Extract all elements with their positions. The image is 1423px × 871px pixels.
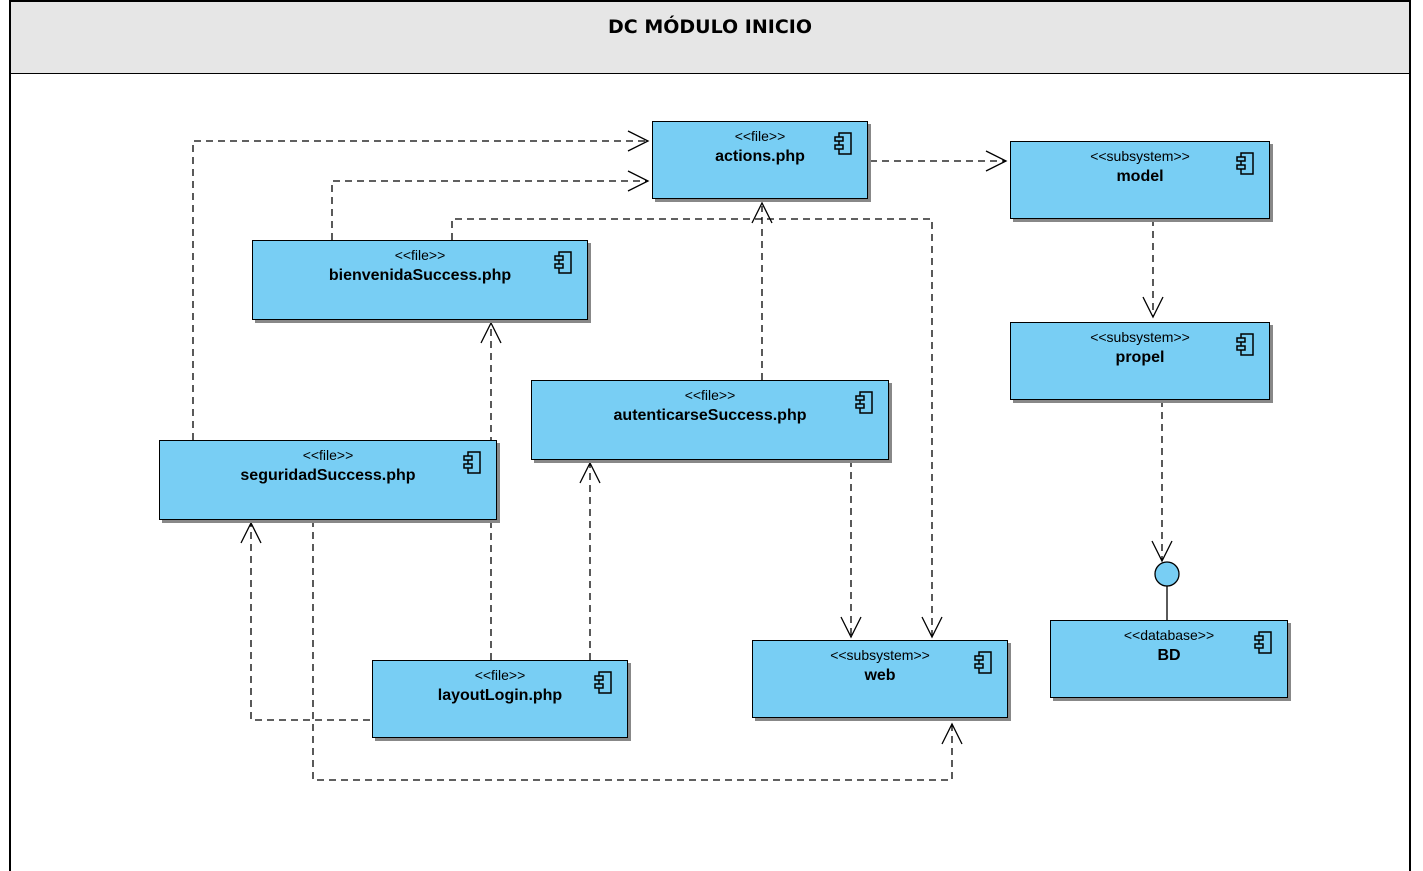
component-propel[interactable]: <<subsystem>> propel bbox=[1010, 322, 1270, 400]
component-name: web bbox=[864, 667, 896, 684]
component-icon bbox=[974, 651, 992, 674]
component-stereotype: <<file>> bbox=[684, 387, 736, 403]
component-stereotype: <<subsystem>> bbox=[1090, 329, 1190, 345]
component-stereotype: <<file>> bbox=[474, 667, 526, 683]
arrowhead-web-1 bbox=[840, 616, 862, 639]
component-icon bbox=[594, 671, 612, 694]
component-stereotype: <<file>> bbox=[394, 247, 446, 263]
dep-seguridad-web bbox=[312, 520, 953, 781]
header: DC MÓDULO INICIO bbox=[11, 2, 1409, 74]
component-stereotype: <<subsystem>> bbox=[830, 647, 930, 663]
component-name: seguridadSuccess.php bbox=[240, 467, 416, 484]
component-autenticarse[interactable]: <<file>> autenticarseSuccess.php bbox=[531, 380, 889, 460]
component-name: bienvenidaSuccess.php bbox=[328, 267, 512, 284]
component-icon bbox=[855, 391, 873, 414]
component-stereotype: <<file>> bbox=[302, 447, 354, 463]
arrowhead-propel bbox=[1142, 296, 1164, 319]
component-icon bbox=[1254, 631, 1272, 654]
arrowhead-seguridad bbox=[240, 521, 262, 544]
component-name: autenticarseSuccess.php bbox=[613, 407, 807, 424]
component-name: model bbox=[1116, 168, 1164, 185]
component-bienvenida[interactable]: <<file>> bienvenidaSuccess.php bbox=[252, 240, 588, 320]
component-name: actions.php bbox=[715, 148, 805, 165]
arrowhead-bd bbox=[1151, 540, 1173, 563]
component-icon bbox=[463, 451, 481, 474]
arrowhead-autenticarse bbox=[579, 461, 601, 484]
arrowhead-actions-1 bbox=[627, 130, 650, 152]
page-title: DC MÓDULO INICIO bbox=[608, 16, 812, 38]
component-model[interactable]: <<subsystem>> model bbox=[1010, 141, 1270, 219]
arrowhead-actions-2 bbox=[627, 170, 650, 192]
component-icon bbox=[834, 132, 852, 155]
arrowhead-bienvenida bbox=[480, 321, 502, 344]
arrowhead-web-2 bbox=[921, 616, 943, 639]
arrowhead-model bbox=[985, 150, 1008, 172]
component-web[interactable]: <<subsystem>> web bbox=[752, 640, 1008, 718]
component-stereotype: <<database>> bbox=[1123, 627, 1215, 643]
dep-bienvenida-web bbox=[451, 218, 933, 636]
component-stereotype: <<subsystem>> bbox=[1090, 148, 1190, 164]
dep-seguridad-actions bbox=[192, 140, 648, 440]
component-icon bbox=[554, 251, 572, 274]
component-name: propel bbox=[1115, 349, 1165, 366]
dep-layout-seguridad bbox=[250, 524, 370, 721]
component-seguridad[interactable]: <<file>> seguridadSuccess.php bbox=[159, 440, 497, 520]
dep-bienvenida-actions bbox=[331, 180, 648, 240]
component-actions[interactable]: <<file>> actions.php bbox=[652, 121, 868, 199]
component-name: BD bbox=[1157, 647, 1181, 664]
arrowhead-actions-3 bbox=[751, 201, 773, 224]
component-icon bbox=[1236, 333, 1254, 356]
component-name: layoutLogin.php bbox=[437, 687, 563, 704]
interface-lollipop-icon bbox=[1154, 561, 1180, 587]
component-bd[interactable]: <<database>> BD bbox=[1050, 620, 1288, 698]
component-stereotype: <<file>> bbox=[734, 128, 786, 144]
component-layout[interactable]: <<file>> layoutLogin.php bbox=[372, 660, 628, 738]
arrowhead-web-3 bbox=[941, 722, 963, 745]
component-icon bbox=[1236, 152, 1254, 175]
